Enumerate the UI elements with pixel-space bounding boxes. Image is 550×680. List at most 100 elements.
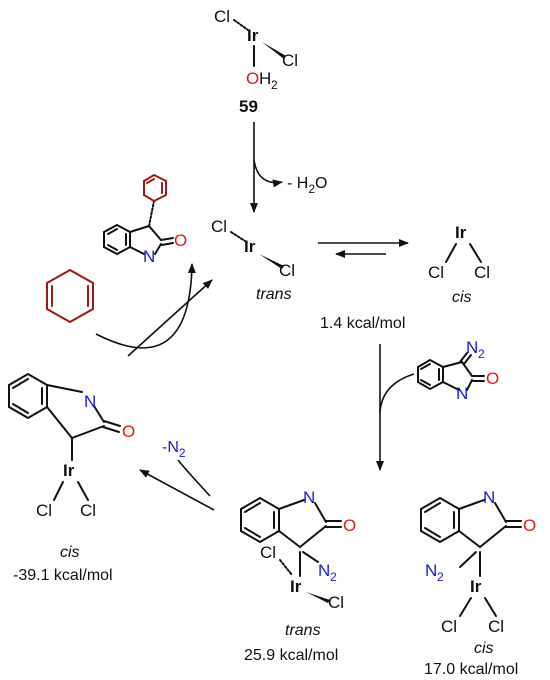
bond	[302, 551, 319, 563]
subscript-2: 2	[271, 78, 278, 92]
bond	[469, 243, 482, 263]
precatalyst-59: Cl Ir Cl O H 2 59	[214, 7, 298, 116]
atom-cl: Cl	[488, 617, 504, 636]
bond-carbonyl	[160, 237, 174, 241]
bond	[459, 597, 472, 617]
bond-wedge	[306, 592, 330, 603]
n2-loss-label: -N2	[162, 439, 186, 460]
bond	[93, 405, 105, 423]
atom-cl: Cl	[36, 501, 52, 520]
bond-hashed	[233, 19, 249, 31]
atom-n: N	[143, 247, 155, 266]
atom-o: O	[486, 369, 499, 388]
bond	[445, 243, 457, 263]
bond-double	[244, 527, 261, 538]
bond-carbonyl	[161, 242, 174, 246]
cyclohexadiene-ring	[46, 268, 94, 324]
atom-ir: Ir	[455, 223, 467, 242]
bond	[129, 246, 145, 255]
atom-cl: Cl	[474, 263, 490, 282]
ircl2-trans: Cl Ir Cl trans	[211, 217, 295, 303]
energy-label: 1.4 kcal/mol	[320, 315, 405, 332]
bond	[46, 406, 73, 439]
atom-cl: Cl	[441, 617, 457, 636]
bond	[466, 379, 473, 391]
bond	[278, 530, 301, 548]
atom-o: O	[174, 231, 187, 250]
bond	[53, 481, 64, 501]
bond	[442, 361, 463, 368]
atom-cl: Cl	[214, 7, 230, 26]
bond	[442, 381, 460, 391]
bond-double	[459, 352, 468, 363]
atom-n: N	[303, 488, 315, 507]
atom-n: N	[456, 384, 468, 403]
bond-double	[424, 502, 441, 513]
bond	[484, 597, 497, 617]
atom-ir: Ir	[63, 461, 75, 480]
bond	[129, 225, 150, 233]
subscript-2: 2	[330, 570, 337, 584]
bond-double	[420, 379, 431, 386]
atom-o: O	[122, 422, 135, 441]
bond	[148, 225, 162, 241]
bond-hashed	[279, 559, 293, 576]
atom-cl: Cl	[80, 501, 96, 520]
atom-ir: Ir	[244, 237, 256, 256]
atom-n: N	[318, 561, 330, 580]
carbene-complex-cis: N O N 2 Ir Cl Cl cis 17.0 kcal/mol	[420, 488, 536, 678]
subscript-2: 2	[478, 347, 485, 361]
bond-hashed	[148, 200, 155, 227]
label-cis: cis	[452, 289, 472, 306]
label-cis: cis	[60, 544, 80, 561]
bond	[494, 502, 507, 523]
bond-double	[12, 378, 29, 389]
bond-double	[107, 228, 118, 235]
bond	[299, 525, 327, 548]
atom-cl: Cl	[428, 263, 444, 282]
atom-ir: Ir	[247, 26, 259, 45]
subscript-2: 2	[437, 570, 444, 584]
atom-cl: Cl	[282, 51, 298, 70]
bond	[459, 551, 477, 568]
atom-ir: Ir	[470, 577, 482, 596]
carbene-complex-trans: N O N 2 Cl Ir Cl trans 25.9 kcal/mol	[240, 488, 356, 664]
atom-o: O	[246, 69, 259, 88]
energy-label: 25.9 kcal/mol	[244, 647, 338, 664]
bond	[77, 481, 89, 501]
label-trans: trans	[285, 622, 321, 639]
water-loss-label: - H2O	[287, 175, 327, 196]
label-cis: cis	[474, 640, 494, 657]
bond	[458, 530, 481, 548]
ircl2-cis: Ir Cl Cl cis	[428, 223, 490, 306]
bond	[479, 525, 507, 548]
arrow-curved	[95, 263, 196, 349]
bond-double	[107, 244, 118, 251]
atom-o: O	[343, 516, 356, 535]
diazo-oxindole: O N N 2	[417, 338, 499, 403]
bond-wedge	[259, 254, 284, 269]
atom-ir: Ir	[290, 577, 302, 596]
bond-double	[463, 354, 472, 365]
arrow	[139, 469, 215, 511]
bond	[46, 384, 83, 393]
atom-cl: Cl	[328, 593, 344, 612]
bond-double	[146, 178, 155, 184]
atom-cl: Cl	[211, 217, 227, 236]
atom-n: N	[466, 338, 478, 357]
bond	[314, 502, 327, 523]
atom-cl: Cl	[260, 543, 276, 562]
iridium-oxindolyl-cis: N O Ir Cl Cl cis -39.1 kcal/mol	[8, 372, 135, 584]
atom-h: H	[259, 69, 271, 88]
atom-n: N	[425, 561, 437, 580]
bond	[458, 499, 485, 510]
bond-double	[420, 363, 431, 370]
compound-number: 59	[239, 97, 258, 116]
bond-double	[12, 403, 29, 414]
arrow-curved	[177, 459, 211, 497]
arrow-curved	[253, 159, 283, 188]
cyclohexadiene-ring	[143, 173, 167, 203]
bond-wedge	[262, 42, 286, 59]
bond-double	[244, 502, 261, 513]
